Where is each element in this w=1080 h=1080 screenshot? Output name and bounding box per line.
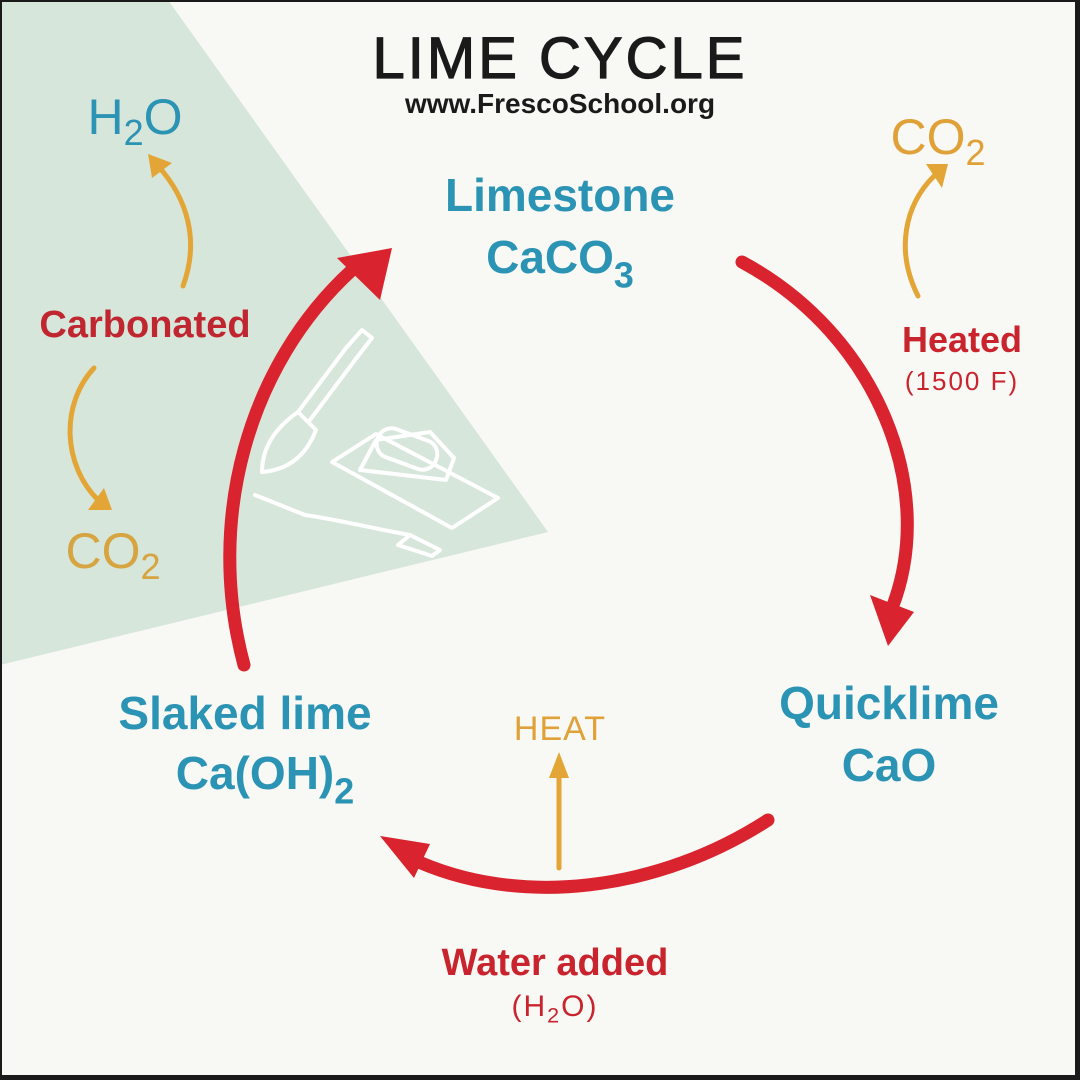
palette-knife-icon <box>253 493 442 558</box>
limestone-label: Limestone <box>444 169 676 221</box>
arrowhead-to-slaked-lime <box>380 836 430 878</box>
carbonated-release-h2o: H2O <box>87 89 183 153</box>
quicklime-label: Quicklime <box>779 677 999 729</box>
limestone-formula: CaCO3 <box>486 231 634 296</box>
trowel-icon <box>330 426 500 530</box>
arrow-quicklime-to-slaked-lime <box>403 813 775 894</box>
carbonated-absorb-co2: CO2 <box>65 523 161 587</box>
cycle-arrows <box>223 255 914 894</box>
arrow-co2-absorb <box>67 365 101 503</box>
arrow-h2o-release <box>155 163 194 289</box>
arrow-slaked-lime-to-limestone <box>223 263 359 672</box>
arrowhead-to-limestone <box>337 248 392 300</box>
quicklime-formula: CaO <box>841 739 937 791</box>
water-added-formula: (H2O) <box>511 990 599 1028</box>
heated-release-co2: CO2 <box>890 109 986 173</box>
paintbrush-icon <box>260 328 374 474</box>
page-title: LIME CYCLE <box>372 26 748 91</box>
arrowhead-co2-release <box>926 164 948 188</box>
arrowhead-to-quicklime <box>870 595 914 646</box>
arrowhead-heat-release <box>549 752 569 778</box>
arrow-limestone-to-quicklime <box>735 255 914 615</box>
heat-release-label: HEAT <box>513 710 607 748</box>
slaked-lime-label: Slaked lime <box>118 687 372 739</box>
arrowhead-co2-absorb <box>88 488 112 510</box>
carbonation-panel <box>0 0 548 665</box>
arrowhead-h2o-release <box>148 154 172 178</box>
heated-label: Heated <box>901 319 1023 360</box>
water-added-label: Water added <box>441 942 669 984</box>
slaked-lime-formula: Ca(OH)2 <box>175 747 355 812</box>
carbonated-label: Carbonated <box>39 304 251 346</box>
heated-temperature: (1500 F) <box>904 366 1020 396</box>
arrow-co2-release <box>902 173 937 299</box>
website-url: www.FrescoSchool.org <box>404 88 716 119</box>
